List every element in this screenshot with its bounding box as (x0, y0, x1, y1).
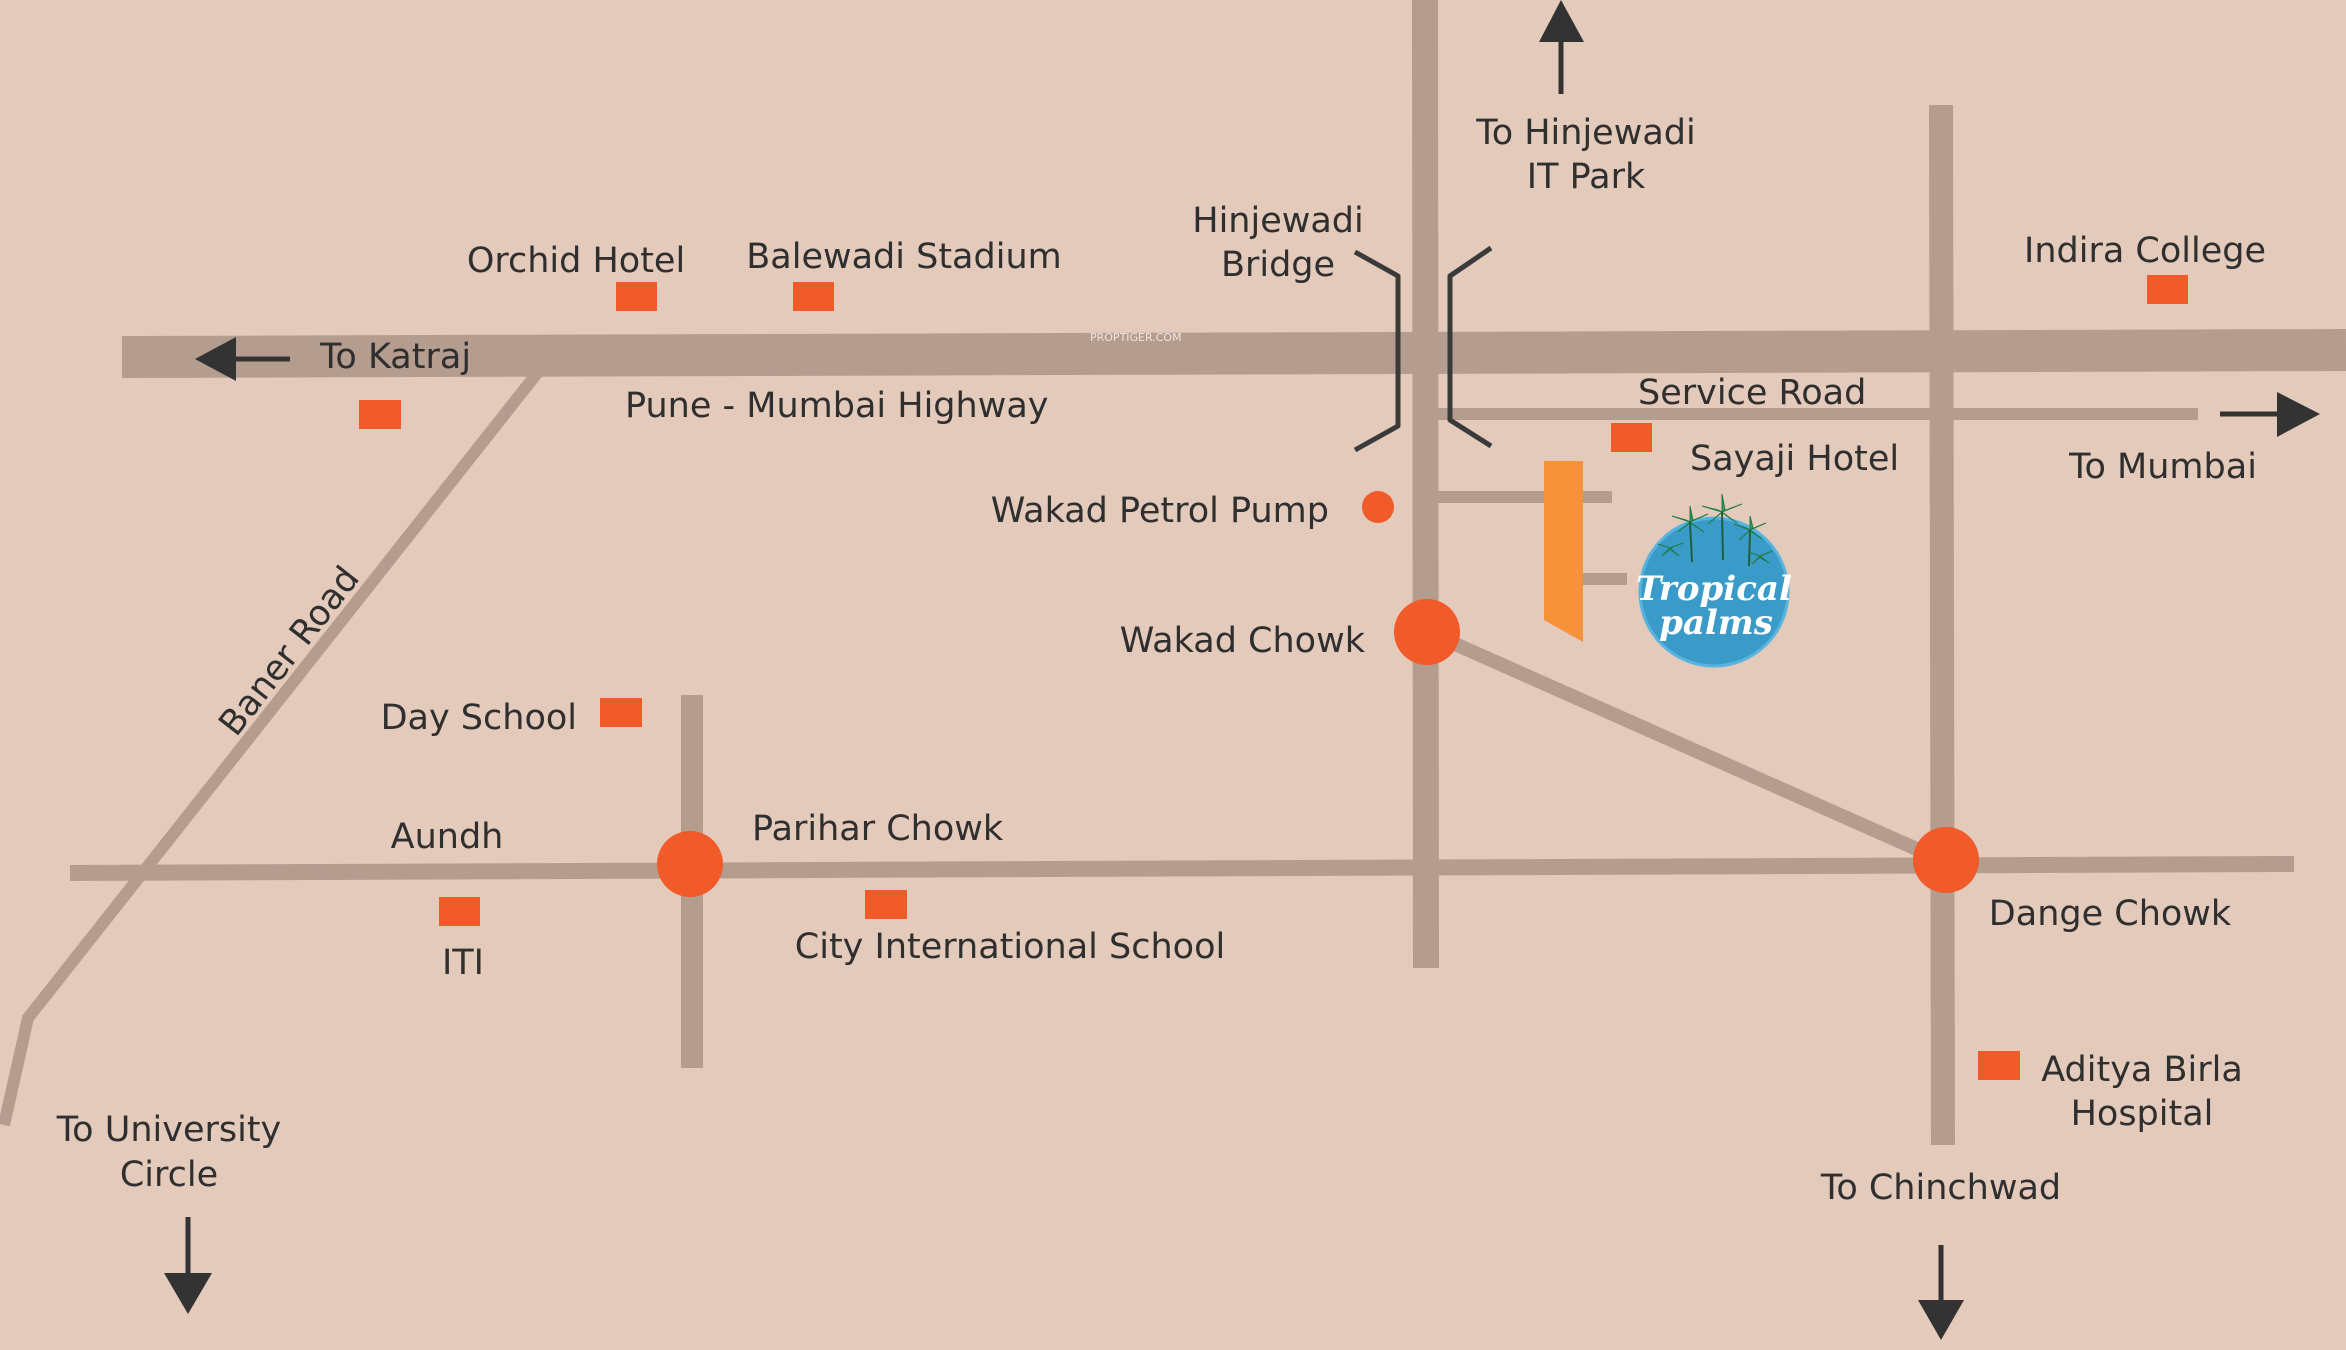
label-wakad-chowk: Wakad Chowk (1120, 621, 1366, 661)
katraj-side-marker (359, 400, 401, 429)
parihar-chowk-marker (657, 831, 723, 897)
label-baner-road: Baner Road (212, 559, 368, 743)
label-to-chinchwad: To Chinchwad (1820, 1168, 2061, 1208)
label-hinjewadi-bridge-1: Hinjewadi (1192, 201, 1364, 241)
landmark-markers (359, 275, 2188, 1080)
arrow-right-icon (2220, 392, 2320, 437)
orchid-hotel-marker (616, 282, 657, 311)
label-it-park: IT Park (1527, 157, 1646, 197)
wakad-dange-diagonal (1425, 625, 1949, 869)
arrow-up-icon (1539, 0, 1584, 94)
junction-markers (657, 491, 1979, 897)
label-aundh: Aundh (391, 817, 504, 857)
watermark: PROPTIGER.COM (1090, 331, 1182, 344)
indira-college-marker (2147, 275, 2188, 304)
arrow-down-icon (1918, 1245, 1964, 1340)
hinjewadi-bridge-icon (1353, 245, 1493, 453)
palm-tree-icon (1657, 493, 1773, 567)
sayaji-hotel-marker (1611, 423, 1652, 452)
city-international-school-marker (865, 890, 907, 919)
tropical-palms-logo: Tropical palms (1636, 493, 1792, 668)
label-orchid-hotel: Orchid Hotel (467, 241, 685, 281)
direction-arrows (164, 0, 2320, 1340)
label-to-mumbai: To Mumbai (2068, 447, 2257, 487)
label-wakad-petrol-pump: Wakad Petrol Pump (991, 491, 1329, 531)
pune-mumbai-highway (121, 329, 2346, 378)
roads (0, 0, 2346, 1146)
wakad-chowk-marker (1394, 599, 1460, 665)
label-service-road: Service Road (1638, 373, 1866, 413)
label-to-katraj: To Katraj (319, 337, 471, 377)
baner-road (0, 368, 543, 1127)
arrow-left-icon (195, 337, 290, 381)
dange-chowk-marker (1913, 827, 1979, 893)
label-dange-chowk: Dange Chowk (1989, 894, 2232, 934)
logo-line-2: palms (1659, 603, 1773, 643)
dange-chowk-road (1929, 104, 1955, 1146)
aditya-birla-hospital-marker (1978, 1051, 2020, 1080)
label-to-university: To University (56, 1110, 282, 1150)
label-parihar-chowk: Parihar Chowk (752, 809, 1004, 849)
label-balewadi-stadium: Balewadi Stadium (746, 237, 1061, 277)
label-aditya-birla-1: Aditya Birla (2041, 1050, 2243, 1090)
petrol-pump-marker (1362, 491, 1394, 523)
balewadi-stadium-marker (793, 282, 834, 311)
label-iti: ITI (442, 943, 484, 983)
label-city-international-school: City International School (795, 927, 1225, 967)
project-site-block (1544, 461, 1583, 642)
label-aditya-birla-2: Hospital (2071, 1094, 2214, 1134)
label-highway: Pune - Mumbai Highway (625, 386, 1049, 426)
label-circle: Circle (120, 1155, 218, 1195)
label-hinjewadi-bridge-2: Bridge (1221, 245, 1335, 285)
label-indira-college: Indira College (2024, 231, 2266, 271)
logo-line-1: Tropical (1636, 569, 1792, 609)
wakad-main-road (1412, 0, 1439, 969)
label-sayaji-hotel: Sayaji Hotel (1690, 439, 1899, 479)
map-labels: To Hinjewadi IT Park Hinjewadi Bridge Or… (56, 113, 2266, 1208)
iti-marker (439, 897, 480, 926)
label-day-school: Day School (381, 698, 577, 738)
day-school-marker (600, 698, 642, 727)
label-to-hinjewadi: To Hinjewadi (1475, 113, 1695, 153)
arrow-down-icon (164, 1217, 212, 1314)
